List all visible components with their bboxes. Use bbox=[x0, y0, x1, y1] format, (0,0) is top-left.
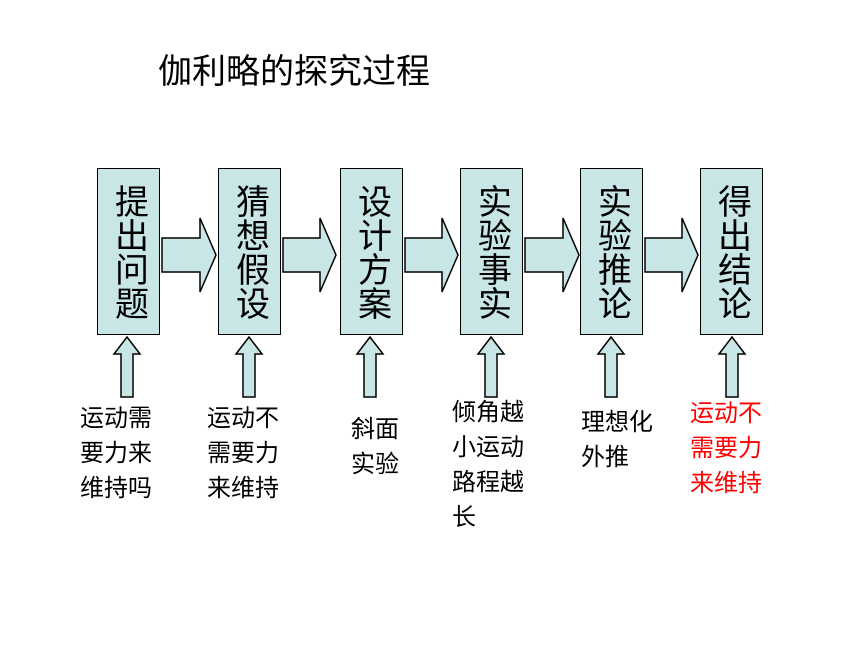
step-box-6: 得出结论 bbox=[700, 168, 763, 335]
step-note-6: 运动不需要力来维持 bbox=[690, 399, 762, 497]
up-arrow-2 bbox=[234, 335, 264, 398]
step-label-1: 提出问题 bbox=[108, 183, 149, 320]
flow-arrow-1-2 bbox=[161, 217, 217, 293]
step-box-5: 实验推论 bbox=[580, 168, 643, 335]
step-note-3: 斜面实验 bbox=[351, 415, 399, 478]
flow-arrow-3-4 bbox=[404, 217, 459, 293]
step-box-1: 提出问题 bbox=[97, 168, 160, 335]
step-note-2: 运动不需要力来维持 bbox=[207, 404, 279, 502]
flow-arrow-5-6 bbox=[644, 217, 699, 293]
step-label-3: 设计方案 bbox=[351, 183, 392, 320]
step-note-5: 理想化外推 bbox=[581, 408, 653, 471]
step-box-2: 猜想假设 bbox=[218, 168, 281, 335]
step-label-4: 实验事实 bbox=[471, 183, 512, 320]
diagram-title: 伽利略的探究过程 bbox=[158, 52, 430, 92]
up-arrow-4 bbox=[476, 335, 506, 398]
up-arrow-6 bbox=[717, 335, 747, 398]
flow-arrow-2-3 bbox=[282, 217, 337, 293]
flow-arrow-4-5 bbox=[524, 217, 580, 293]
step-label-2: 猜想假设 bbox=[229, 183, 270, 320]
step-note-1: 运动需要力来维持吗 bbox=[80, 404, 152, 502]
step-box-4: 实验事实 bbox=[460, 168, 523, 335]
up-arrow-3 bbox=[355, 335, 385, 398]
step-label-6: 得出结论 bbox=[711, 183, 752, 320]
step-label-5: 实验推论 bbox=[591, 183, 632, 320]
up-arrow-5 bbox=[596, 335, 626, 398]
step-note-4: 倾角越小运动路程越长 bbox=[452, 398, 524, 531]
step-box-3: 设计方案 bbox=[340, 168, 403, 335]
up-arrow-1 bbox=[112, 335, 142, 398]
